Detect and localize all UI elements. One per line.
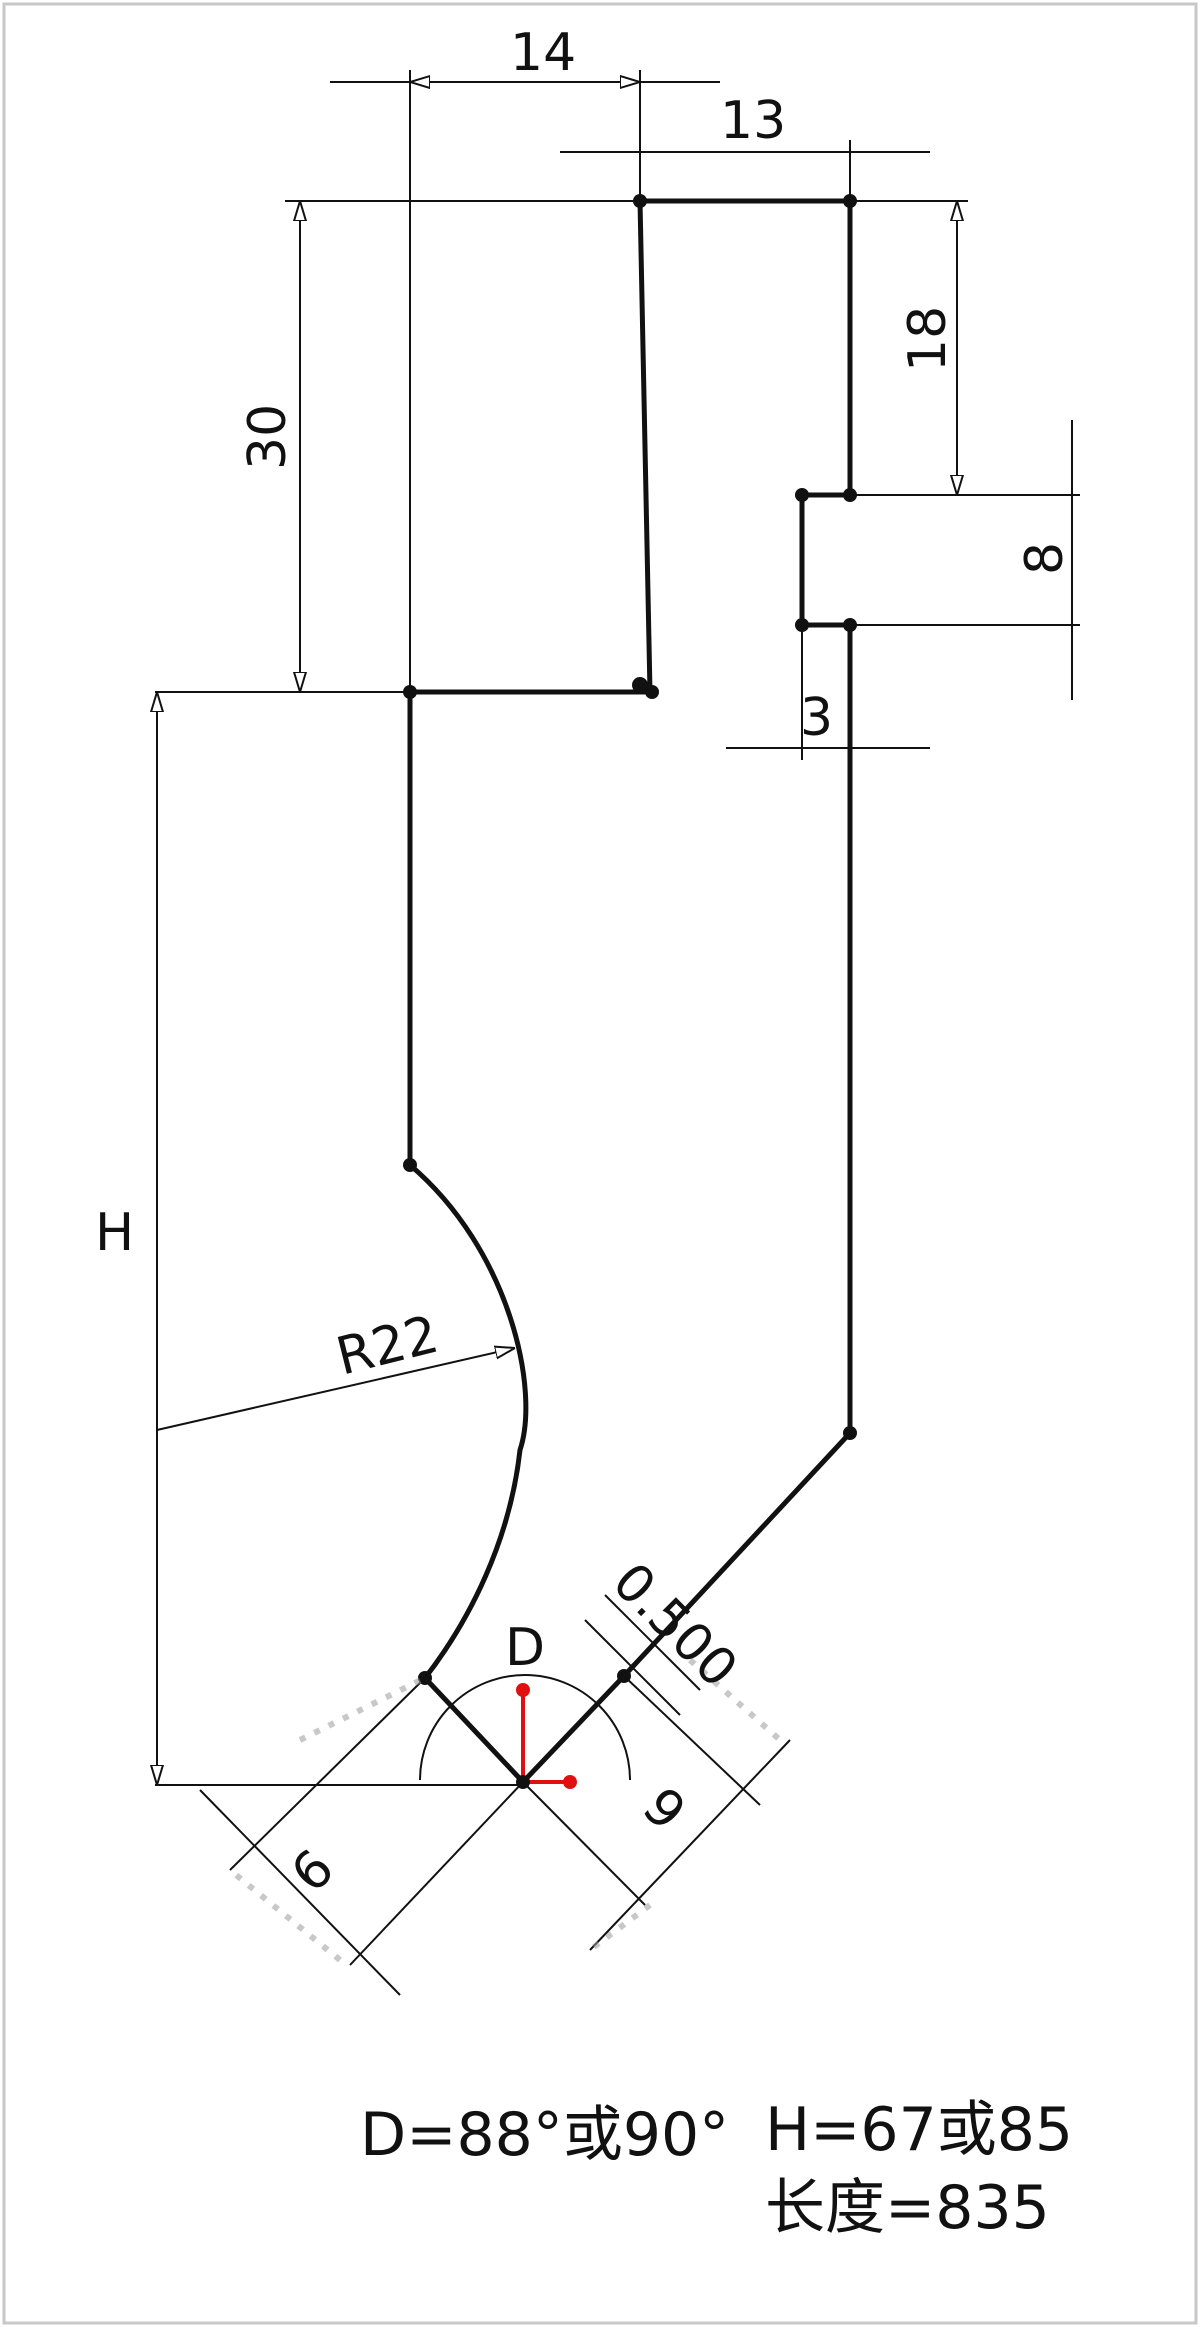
- dim-18: 18: [898, 306, 958, 372]
- dim-30: 30: [238, 404, 298, 470]
- leg-dimension-lines: [199, 1675, 791, 1996]
- profile-v-right: [521, 1674, 626, 1784]
- construction-dashes: [228, 1657, 782, 1963]
- dim-14: 14: [510, 23, 576, 83]
- profile-lower-arc: [408, 1163, 529, 1680]
- profile-outline: [407, 198, 853, 1784]
- dim-H: H: [95, 1203, 134, 1263]
- angle-arc: [419, 1674, 631, 1781]
- dim-angle-D: D: [505, 1618, 545, 1678]
- note-height: H=67或85: [765, 2095, 1073, 2165]
- origin-point: [516, 1775, 530, 1789]
- dim-3: 3: [800, 688, 833, 748]
- dim-8: 8: [1015, 542, 1075, 575]
- note-angle: D=88°或90°: [360, 2100, 729, 2170]
- dimension-lines: [155, 70, 1080, 1786]
- dim-13: 13: [720, 91, 786, 151]
- profile-v-left: [423, 1676, 525, 1784]
- note-length: 长度=835: [765, 2173, 1050, 2243]
- profile-chamfer-right: [622, 1431, 852, 1678]
- origin-marker: [516, 1683, 577, 1789]
